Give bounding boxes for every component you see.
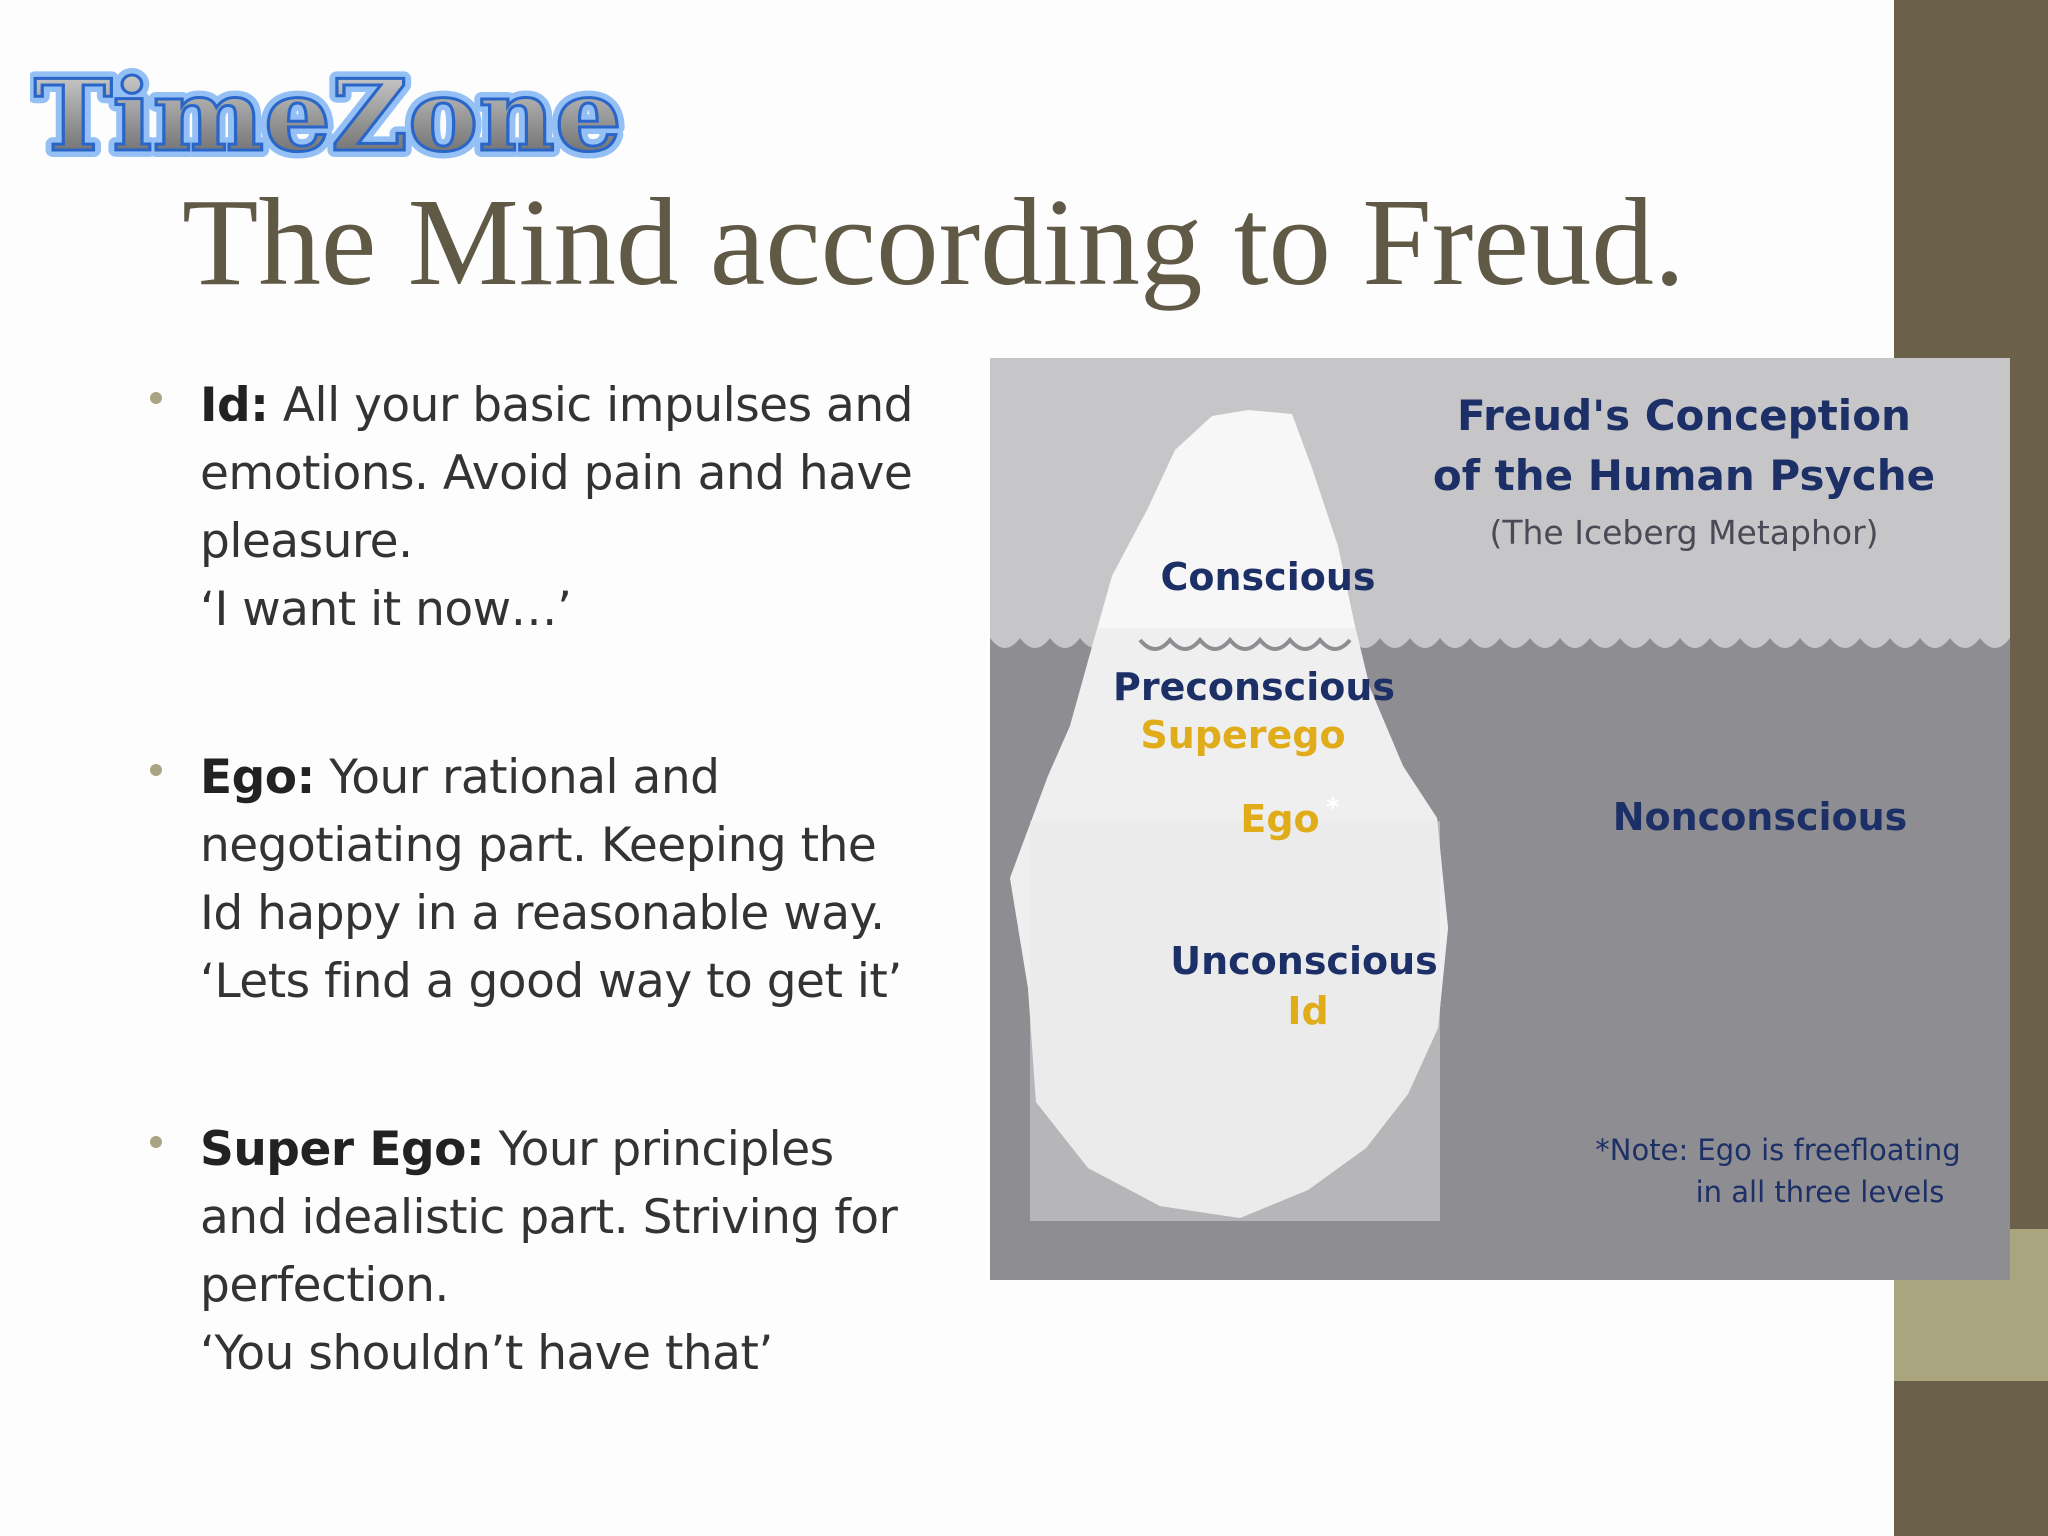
bullet-quote: ‘You shouldn’t have that’ <box>200 1326 773 1381</box>
ego-label: Ego <box>1240 797 1319 841</box>
timezone-logo: TimeZone TimeZone <box>30 52 629 172</box>
nonconscious-label: Nonconscious <box>1613 795 1908 839</box>
bullet-dot <box>150 1136 162 1148</box>
note-line1: *Note: Ego is freefloating <box>1595 1133 1960 1167</box>
bullet-term: Super Ego: <box>200 1122 485 1177</box>
diagram-subtitle: (The Iceberg Metaphor) <box>1489 513 1878 552</box>
slide-title: The Mind according to Freud. <box>182 174 1686 312</box>
bullet-list: Id: All your basic impulses and emotions… <box>142 372 942 1488</box>
iceberg-diagram: Freud's Conception of the Human Psyche (… <box>990 358 2010 1280</box>
bullet-description: All your basic impulses and emotions. Av… <box>200 378 913 569</box>
ego-note-mark: * <box>1326 793 1340 823</box>
diagram-title-line2: of the Human Psyche <box>1433 451 1935 500</box>
preconscious-label: Preconscious <box>1113 665 1395 709</box>
bullet-term: Ego: <box>200 750 315 805</box>
conscious-label: Conscious <box>1161 555 1376 599</box>
bullet-super-ego: Super Ego: Your principles and idealisti… <box>142 1116 942 1388</box>
bullet-term: Id: <box>200 378 269 433</box>
note-line2: in all three levels <box>1696 1175 1945 1209</box>
bullet-quote: ‘I want it now…’ <box>200 582 572 637</box>
bullet-id: Id: All your basic impulses and emotions… <box>142 372 942 644</box>
unconscious-label: Unconscious <box>1170 939 1438 983</box>
bullet-quote: ‘Lets find a good way to get it’ <box>200 954 902 1009</box>
bullet-description: Your principles and idealistic part. Str… <box>200 1122 898 1313</box>
bullet-dot <box>150 392 162 404</box>
logo-text: TimeZone <box>34 59 622 172</box>
diagram-title-line1: Freud's Conception <box>1457 391 1911 440</box>
bullet-description: Your rational and negotiating part. Keep… <box>200 750 885 941</box>
bullet-ego: Ego: Your rational and negotiating part.… <box>142 744 942 1016</box>
bullet-dot <box>150 764 162 776</box>
svg-text:TimeZone: TimeZone <box>34 59 622 172</box>
id-label: Id <box>1287 989 1328 1033</box>
superego-label: Superego <box>1140 713 1345 757</box>
